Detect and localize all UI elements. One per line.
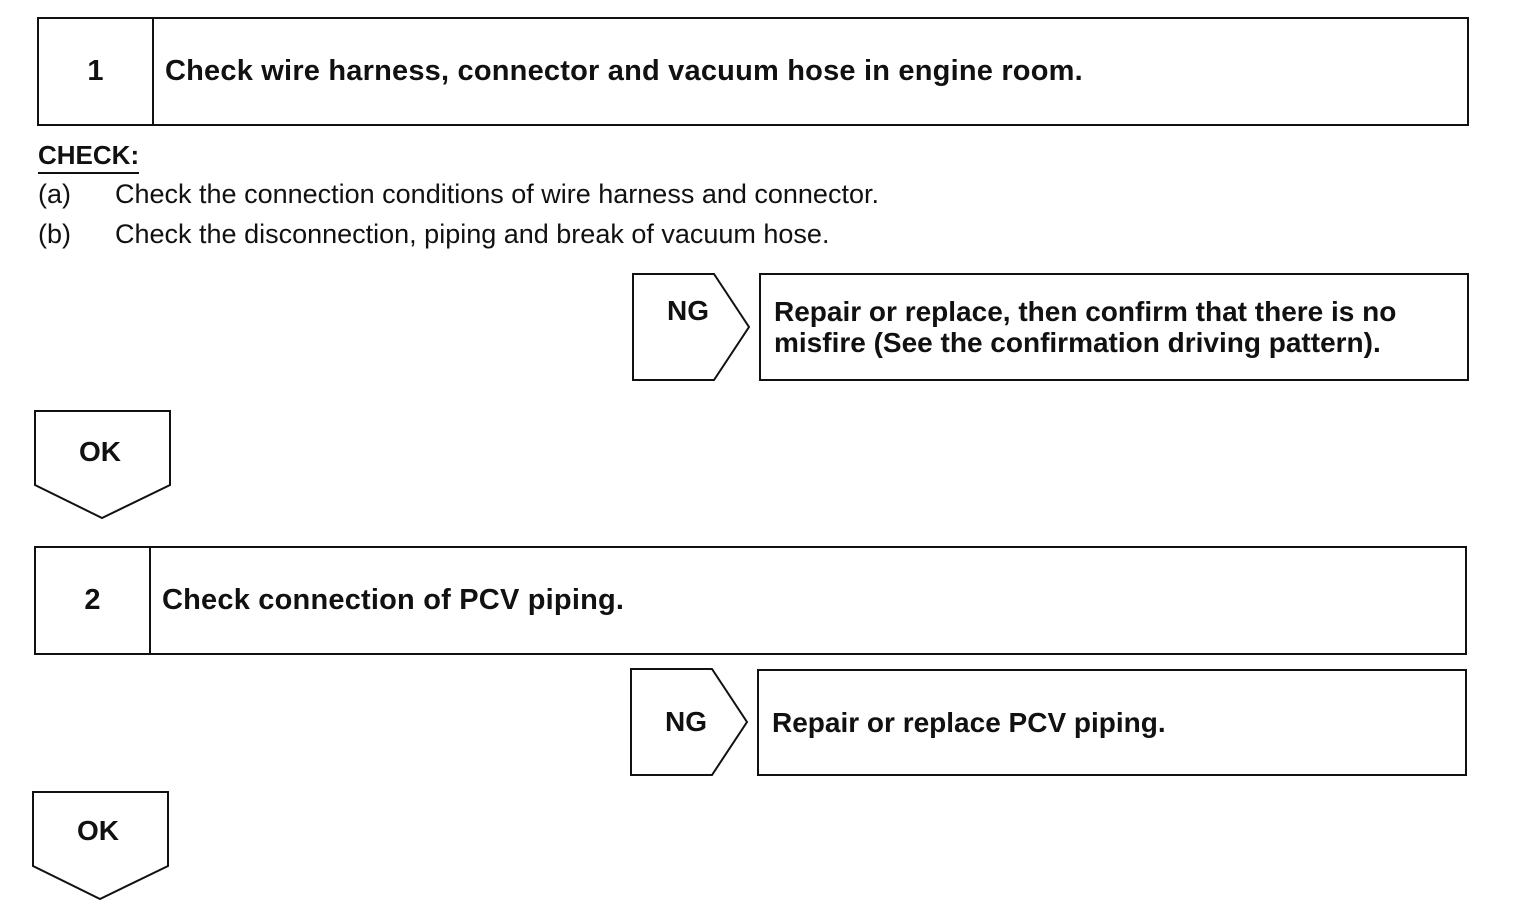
step-2-ng-action-line-1: Repair or replace PCV piping. bbox=[772, 707, 1166, 738]
step-1-number: 1 bbox=[39, 19, 154, 124]
step-2-ok-arrow: OK bbox=[32, 791, 170, 901]
step-1-ng-action: Repair or replace, then confirm that the… bbox=[759, 273, 1469, 381]
step-2-box: 2 Check connection of PCV piping. bbox=[34, 546, 1467, 655]
step-1-ng-label: NG bbox=[667, 295, 709, 326]
step-1-ng-arrow: NG bbox=[632, 273, 752, 381]
ng-arrow-shape-icon bbox=[630, 668, 749, 776]
step-1-ok-arrow: OK bbox=[34, 410, 172, 520]
check-item-a: (a) Check the connection conditions of wi… bbox=[38, 178, 879, 210]
step-2-ng-arrow: NG bbox=[630, 668, 750, 776]
ok-arrow-shape-icon bbox=[32, 791, 169, 901]
check-item-a-text: Check the connection conditions of wire … bbox=[115, 179, 879, 209]
step-2-number: 2 bbox=[36, 548, 151, 653]
check-item-b: (b) Check the disconnection, piping and b… bbox=[38, 218, 829, 250]
step-2-ok-label: OK bbox=[77, 815, 119, 846]
step-1-ng-action-line-1: Repair or replace, then confirm that the… bbox=[774, 296, 1397, 327]
ng-arrow-shape-icon bbox=[632, 273, 751, 381]
step-1-ok-label: OK bbox=[79, 436, 121, 467]
step-2-title: Check connection of PCV piping. bbox=[162, 584, 625, 616]
step-1-title: Check wire harness, connector and vacuum… bbox=[165, 55, 1083, 87]
check-item-b-marker: (b) bbox=[38, 219, 71, 249]
check-heading: CHECK: bbox=[38, 139, 140, 174]
step-2-ng-label: NG bbox=[665, 706, 707, 737]
check-item-a-marker: (a) bbox=[38, 179, 71, 209]
step-2-ng-action: Repair or replace PCV piping. bbox=[757, 669, 1467, 776]
step-1-ng-action-line-2: misfire (See the confirmation driving pa… bbox=[774, 327, 1381, 358]
check-item-b-text: Check the disconnection, piping and brea… bbox=[115, 219, 830, 249]
ok-arrow-shape-icon bbox=[34, 410, 171, 520]
step-1-box: 1 Check wire harness, connector and vacu… bbox=[37, 17, 1469, 126]
